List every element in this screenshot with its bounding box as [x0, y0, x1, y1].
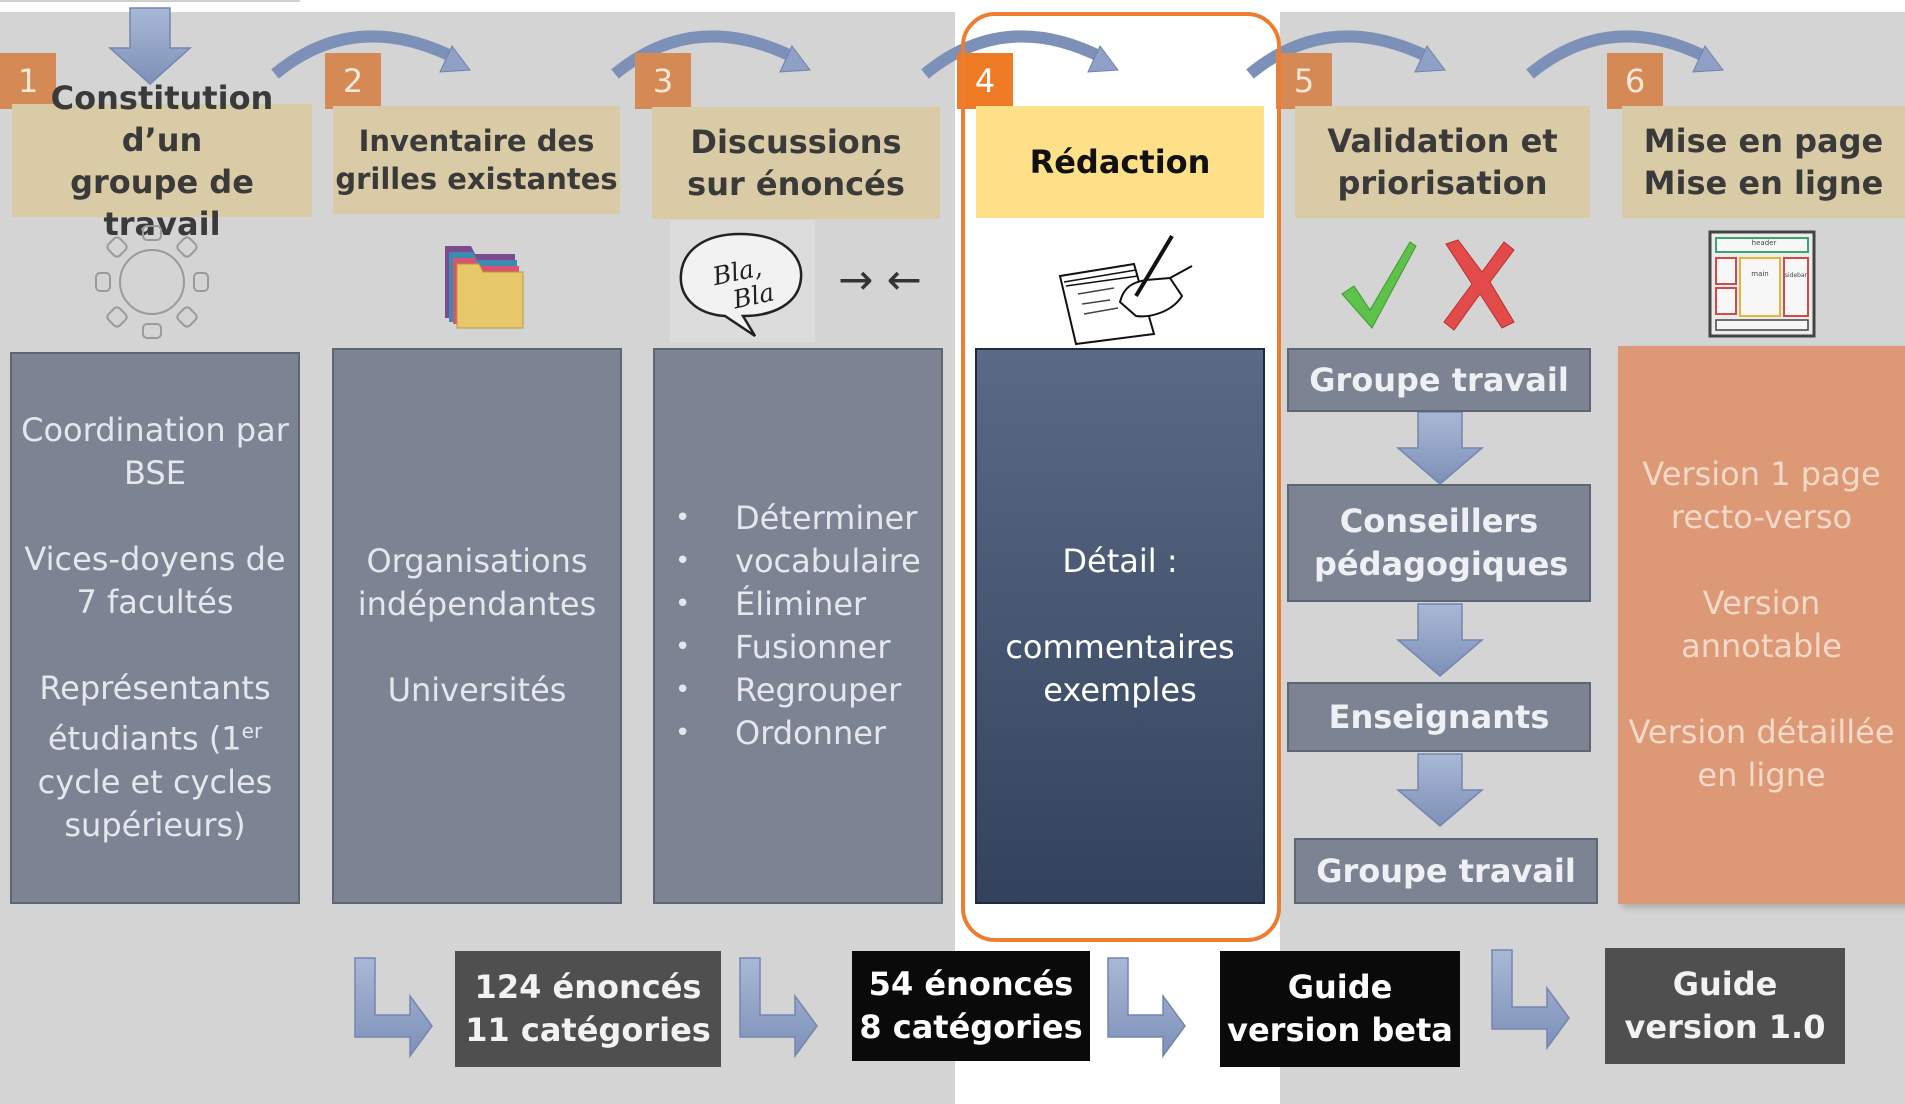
output-1-line2: 11 catégories: [465, 1011, 711, 1049]
step-title-3: Discussions sur énoncés: [652, 107, 940, 219]
step-1-p3-line4: supérieurs): [64, 805, 246, 844]
step-title-1-line2: groupe de travail: [70, 162, 254, 243]
entry-down-arrow: [108, 7, 192, 86]
bullet-item: Regrouper: [655, 669, 941, 712]
page-layout-main-label: main: [1751, 270, 1769, 278]
page-layout-icon: [1708, 230, 1816, 338]
output-box-1: 124 énoncés 11 catégories: [455, 951, 721, 1067]
step-title-5-line1: Validation et: [1327, 122, 1558, 160]
step-2-content-box: Organisations indépendantes Universités: [332, 348, 622, 904]
step-6-p3-line1: Version détaillée: [1628, 713, 1895, 751]
validation-enseignants: Enseignants: [1287, 682, 1591, 752]
step-1-p1-line1: Coordination par: [21, 411, 289, 450]
step-title-4-line1: Rédaction: [1029, 143, 1211, 181]
step-title-6-line2: Mise en ligne: [1643, 164, 1884, 202]
step-1-p2-line1: Vices-doyens de: [24, 540, 286, 579]
step-number-3: 3: [635, 53, 691, 109]
step-title-6-line1: Mise en page: [1643, 122, 1884, 160]
step-title-5-line2: priorisation: [1337, 164, 1548, 202]
output-4-line1: Guide: [1672, 965, 1778, 1003]
output-box-3: Guide version beta: [1220, 951, 1460, 1067]
step-title-3-line1: Discussions: [690, 123, 902, 161]
round-table-icon: [95, 225, 209, 339]
page-layout-header-label: header: [1751, 239, 1777, 247]
output-box-2: 54 énoncés 8 catégories: [852, 951, 1090, 1061]
page-layout-sidebar-label: sidebar: [1784, 272, 1808, 279]
output-3-line1: Guide: [1287, 968, 1393, 1006]
step-number-2: 2: [325, 53, 381, 109]
step-title-2-line1: Inventaire des: [358, 124, 595, 158]
step-1-p3-line1: Représentants: [39, 669, 271, 708]
step-2-p2-line1: Universités: [387, 671, 567, 709]
step-1-p1-line2: BSE: [124, 454, 186, 493]
step-number-5: 5: [1276, 53, 1332, 109]
validation-conseillers-label: Conseillers pédagogiques: [1314, 502, 1569, 583]
step-4-p2-line2: exemples: [1043, 671, 1197, 709]
step-6-p1-line1: Version 1 page: [1642, 455, 1881, 493]
step-title-2-line2: grilles existantes: [335, 162, 618, 196]
step-6-p2-line2: annotable: [1681, 627, 1842, 665]
validation-down-arrows: [1395, 411, 1485, 827]
bullet-item: Fusionner: [655, 626, 941, 669]
writing-hand-icon: [1058, 234, 1193, 346]
step-title-2: Inventaire des grilles existantes: [333, 106, 620, 214]
step-title-1-line1: Constitution d’un: [50, 78, 274, 159]
output-2-line1: 54 énoncés: [868, 965, 1074, 1003]
step-4-content-box: Détail : commentaires exemples: [975, 348, 1265, 904]
step-number-4: 4: [957, 53, 1013, 109]
step-6-p2-line1: Version: [1702, 584, 1821, 622]
output-1-line1: 124 énoncés: [474, 968, 702, 1006]
step-1-p3-line2-sup: er: [241, 719, 263, 744]
check-cross-icon: [1341, 239, 1515, 331]
output-4-line2: version 1.0: [1624, 1008, 1826, 1046]
bullet-item: Éliminer: [655, 583, 941, 626]
bullet-item: Ordonner: [655, 712, 941, 755]
output-box-4: Guide version 1.0: [1605, 948, 1845, 1064]
output-2-line2: 8 catégories: [859, 1008, 1083, 1046]
curved-arrows: [271, 30, 1711, 79]
step-number-6: 6: [1607, 53, 1663, 109]
active-step-highlight: [961, 12, 1281, 942]
step-title-5: Validation et priorisation: [1295, 106, 1590, 218]
step-title-4: Rédaction: [976, 106, 1264, 218]
bullet-continuation: vocabulaire: [655, 540, 941, 583]
bullet-item: Déterminer: [655, 497, 941, 540]
step-6-p1-line2: recto-verso: [1670, 498, 1853, 536]
step-3-bullet-list: Déterminer vocabulaire Éliminer Fusionne…: [655, 497, 941, 755]
output-3-line2: version beta: [1227, 1011, 1453, 1049]
step-1-p3-line2: étudiants (1er: [48, 710, 262, 761]
step-2-p1-line1: Organisations: [366, 542, 588, 580]
validation-conseillers: Conseillers pédagogiques: [1287, 484, 1591, 602]
speech-bubble-icon: [679, 232, 803, 338]
step-3-content-box: Déterminer vocabulaire Éliminer Fusionne…: [653, 348, 943, 904]
step-4-p2-line1: commentaires: [1005, 628, 1235, 666]
step-title-3-line2: sur énoncés: [687, 165, 905, 203]
converge-arrows-icon: → ←: [838, 255, 922, 304]
step-1-content-box: Coordination par BSE Vices-doyens de 7 f…: [10, 352, 300, 904]
step-title-6: Mise en page Mise en ligne: [1622, 106, 1905, 218]
bent-arrows: [354, 949, 1570, 1059]
top-rule: [0, 0, 300, 2]
step-2-p1-line2: indépendantes: [357, 585, 597, 623]
step-title-1: Constitution d’un groupe de travail: [12, 79, 312, 243]
step-6-content-box: Version 1 page recto-verso Version annot…: [1618, 346, 1905, 904]
validation-groupe-travail-top: Groupe travail: [1287, 348, 1591, 412]
step-4-p1-line1: Détail :: [1062, 542, 1178, 580]
folder-icon: [445, 246, 524, 329]
step-1-p2-line2: 7 facultés: [76, 583, 234, 622]
validation-groupe-travail-bottom: Groupe travail: [1294, 838, 1598, 904]
step-1-p3-line3: cycle et cycles: [37, 762, 273, 801]
step-number-1: 1: [0, 53, 56, 109]
step-6-p3-line2: en ligne: [1697, 756, 1826, 794]
step-1-p3-line2-text: étudiants (1: [47, 719, 242, 758]
